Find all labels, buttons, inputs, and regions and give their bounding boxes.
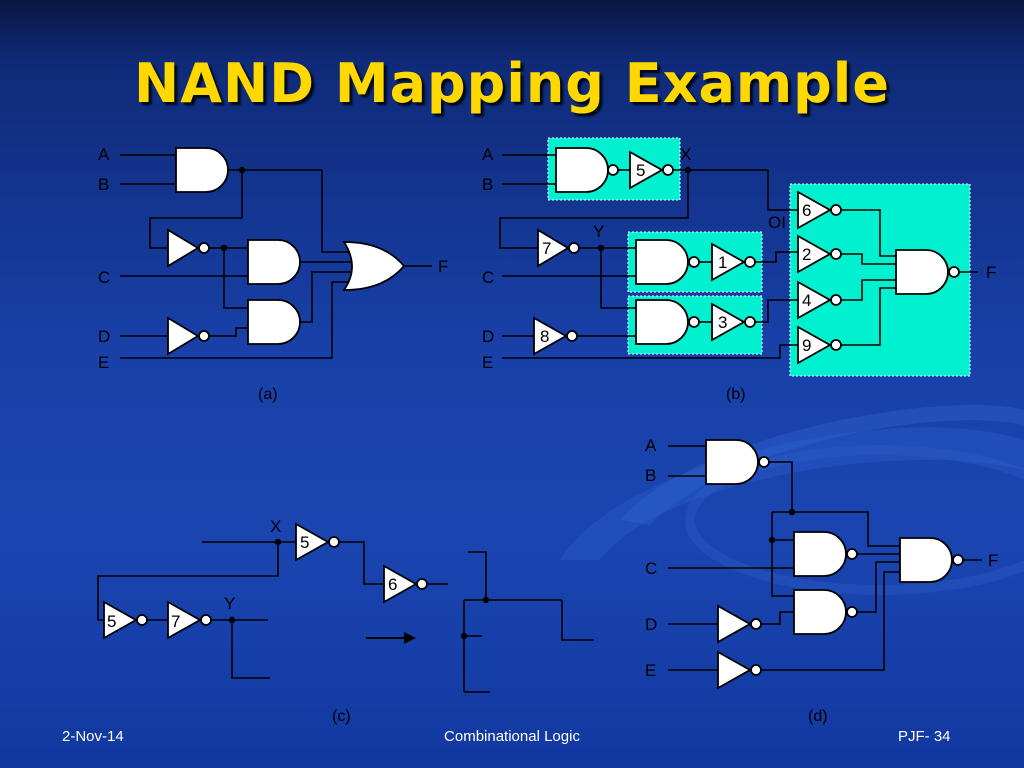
input-label-c: C [98,268,110,287]
input-label-b: B [482,175,493,194]
panel-a: A B C D E F [98,145,448,372]
net-label-x: X [270,517,281,536]
nand-gate-d [635,299,689,345]
inverter-gate [167,228,200,268]
and-gate-3 [247,299,301,345]
inverter-5 [629,150,664,190]
inverter-9 [797,325,832,365]
input-label-a: A [645,436,657,455]
nand-gate-ab [705,439,759,485]
input-label-a: A [98,145,110,164]
inverter-4 [797,280,832,320]
slide-title: NAND Mapping Example [134,52,890,115]
input-label-e: E [482,353,493,372]
output-label-f: F [986,263,996,282]
nand-gate-ab [555,147,609,193]
inverter-7 [537,228,570,268]
gate-number: 1 [718,253,727,272]
input-label-b: B [645,466,656,485]
input-label-e: E [645,661,656,680]
gate-number: 5 [300,533,309,552]
caption-d: (d) [808,708,828,725]
input-label-d: D [645,615,657,634]
inverter-gate [717,650,752,690]
inverter-5b [103,600,138,640]
and-gate-ab [175,147,229,193]
caption-b: (b) [726,386,746,403]
gate-number: 2 [802,245,811,264]
gate-number: 6 [388,575,397,594]
inverter-6 [383,564,418,604]
net-label-oi: OI [768,213,786,232]
gate-number: 7 [171,612,180,631]
input-label-b: B [98,175,109,194]
panel-d: A B C D E F [645,436,998,690]
caption-c: (c) [332,708,351,725]
net-label-y: Y [593,222,604,241]
caption-a: (a) [258,386,278,403]
gate-number: 9 [802,336,811,355]
gate-number: 3 [718,313,727,332]
panel-c: X 5 6 5 7 Y [97,517,594,693]
panel-b: A B 5 X OI 7 Y C 1 D 8 [482,137,996,377]
inverter-3 [711,302,746,342]
nand-gate-c [635,239,689,285]
footer-date: 2-Nov-14 [62,728,124,745]
input-label-e: E [98,353,109,372]
inverter-7 [167,600,202,640]
net-label-y: Y [224,594,235,613]
gate-number: 8 [540,327,549,346]
inverter-1 [711,242,746,282]
gate-number: 5 [636,161,645,180]
inverter-8 [533,316,568,356]
output-label-f: F [988,551,998,570]
input-label-c: C [645,559,657,578]
input-label-d: D [98,327,110,346]
inverter-gate [167,316,200,356]
nand-gate-d [793,589,847,635]
inverter-gate [717,604,752,644]
inverter-2 [797,234,832,274]
nand-gate-final [895,249,949,295]
or-gate [342,241,406,291]
nand-gate-final [899,537,953,583]
gate-number: 7 [542,239,551,258]
gate-number: 5 [107,612,116,631]
and-gate-2 [247,239,301,285]
gate-number: 6 [802,201,811,220]
net-label-x: X [680,145,691,164]
inverter-5 [295,522,330,562]
input-label-c: C [482,268,494,287]
inverter-6 [797,190,832,230]
footer-topic: Combinational Logic [444,728,580,745]
nand-gate-c [793,531,847,577]
input-label-a: A [482,145,494,164]
output-label-f: F [438,257,448,276]
input-label-d: D [482,327,494,346]
footer-page-number: PJF- 34 [898,728,951,745]
gate-number: 4 [802,291,811,310]
